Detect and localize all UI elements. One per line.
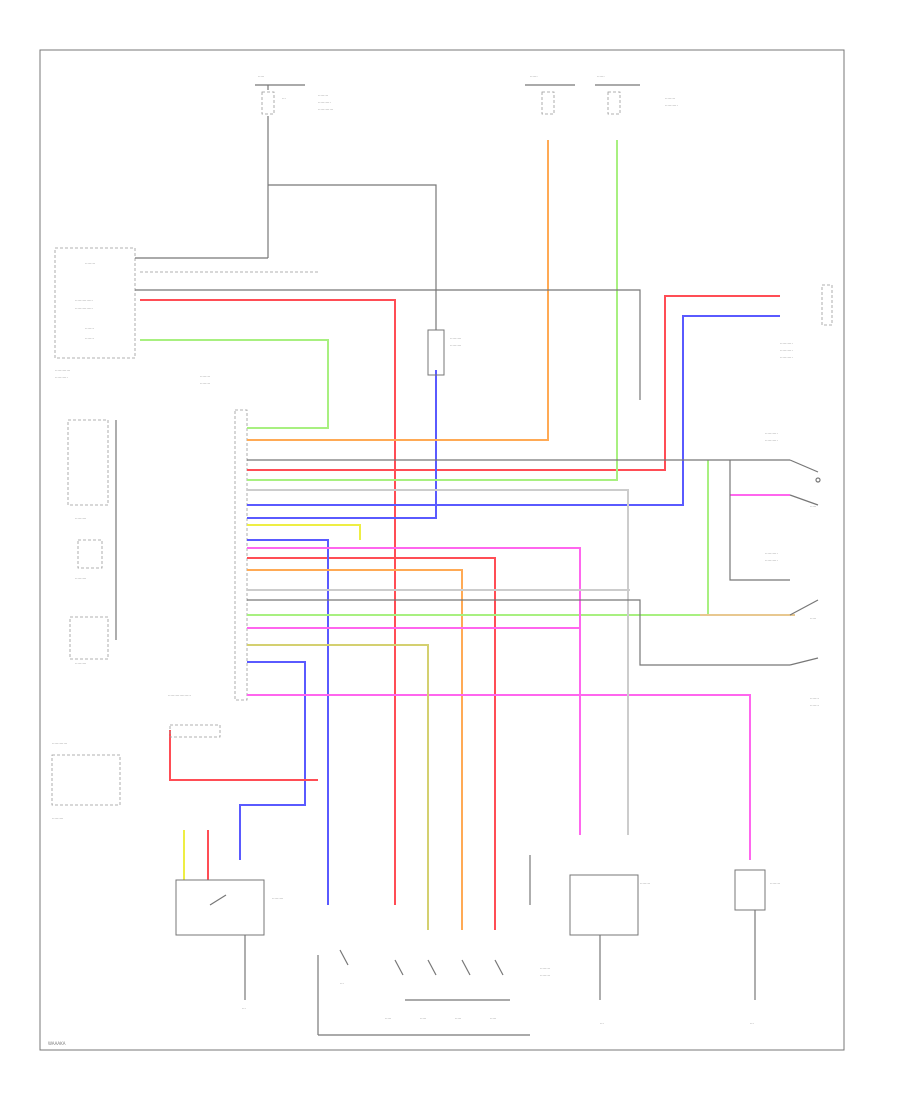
svg-text:·····: ····· xyxy=(490,1016,496,1021)
svg-text:··················: ·················· xyxy=(168,693,191,698)
bottom-relay-1: ········ ··· xyxy=(569,874,650,1026)
svg-text:········: ········ xyxy=(200,374,210,379)
svg-text:··········: ·········· xyxy=(765,558,778,563)
svg-text:··········: ·········· xyxy=(780,341,793,346)
wire-pink-a xyxy=(247,694,751,860)
svg-text:·······: ······· xyxy=(810,703,819,708)
svg-text:·····: ····· xyxy=(810,504,816,509)
wire-orange-b xyxy=(247,569,463,930)
svg-text:···: ··· xyxy=(242,1006,246,1011)
bottom-left-unit: ········· ··· xyxy=(175,879,283,1011)
svg-text:········: ········ xyxy=(540,966,550,971)
svg-text:········: ········ xyxy=(318,93,328,98)
svg-text:·····: ····· xyxy=(385,1016,391,1021)
svg-text:·····: ····· xyxy=(420,1016,426,1021)
feed-wire-top xyxy=(268,184,437,330)
svg-text:·········: ········· xyxy=(52,816,63,821)
right-switch-3: ·········· ·········· ····· xyxy=(765,551,819,621)
wire-blue-a xyxy=(247,315,780,506)
control-unit: ········ ········ ·················· xyxy=(168,374,248,701)
svg-text:············: ············ xyxy=(318,107,333,112)
svg-text:······: ······ xyxy=(530,74,538,79)
svg-text:·····: ····· xyxy=(810,616,816,621)
svg-text:········: ········ xyxy=(640,881,650,886)
wire-black-c xyxy=(247,599,790,666)
wire-blue-c xyxy=(239,661,306,860)
svg-text:·······: ······· xyxy=(85,326,94,331)
svg-text:········: ········ xyxy=(540,973,550,978)
svg-text:··········: ·········· xyxy=(765,431,778,436)
svg-text:···: ··· xyxy=(282,96,286,101)
svg-text:············: ············ xyxy=(52,741,67,746)
wire-red-b xyxy=(247,295,780,471)
upper-left-module: ········ ·············· ·············· ·… xyxy=(54,185,269,380)
svg-text:··········: ·········· xyxy=(780,355,793,360)
lower-left-connector: ········· ············ xyxy=(51,724,221,821)
svg-text:··········: ·········· xyxy=(318,100,331,105)
svg-text:··············: ·············· xyxy=(75,306,93,311)
svg-text:············: ············ xyxy=(55,368,70,373)
svg-text:···: ··· xyxy=(340,981,344,986)
svg-text:··········: ·········· xyxy=(665,103,678,108)
right-switch-1: ·········· ·········· xyxy=(765,431,821,483)
wire-red-d xyxy=(169,730,318,781)
right-switch-4: ······· ······· xyxy=(789,657,819,708)
svg-text:········: ········ xyxy=(665,96,675,101)
svg-text:·····: ····· xyxy=(258,74,264,79)
svg-text:·········: ········· xyxy=(75,661,86,666)
svg-text:··········: ·········· xyxy=(765,438,778,443)
svg-text:·········: ········· xyxy=(75,576,86,581)
right-connector: ·········· ·········· ·········· xyxy=(780,284,833,360)
svg-text:·····: ····· xyxy=(455,1016,461,1021)
svg-text:········: ········ xyxy=(200,381,210,386)
wire-black-d xyxy=(135,289,641,400)
svg-text:·········: ········· xyxy=(272,896,283,901)
svg-text:·······: ······· xyxy=(85,336,94,341)
svg-text:·········: ········· xyxy=(450,343,461,348)
svg-text:········: ········ xyxy=(85,261,95,266)
wire-green-c xyxy=(247,460,709,616)
bottom-sensor: ········ ········ xyxy=(529,855,550,978)
svg-text:···: ··· xyxy=(600,1021,604,1026)
wire-red-c xyxy=(247,557,496,930)
left-switch-block: ········· ········· ········· xyxy=(67,419,117,666)
wire-green-a xyxy=(247,140,618,481)
svg-text:······: ······ xyxy=(597,74,605,79)
diagram-id: WAAAKA xyxy=(48,1041,66,1046)
svg-text:··········: ·········· xyxy=(780,348,793,353)
svg-text:··········: ·········· xyxy=(765,551,778,556)
right-switch-2: ····· xyxy=(789,494,819,509)
svg-text:·······: ······· xyxy=(810,696,819,701)
wire-red-a xyxy=(140,299,396,905)
wire-gray-b xyxy=(247,489,629,835)
wire-yellow xyxy=(247,524,361,540)
svg-text:··············: ·············· xyxy=(75,298,93,303)
fuse-group-left: ····· ··· ········ ·········· ··········… xyxy=(255,74,333,185)
wire-orange xyxy=(247,140,549,441)
bottom-switch-bank: ··· ····· ····· ····· ····· xyxy=(317,949,530,1036)
svg-text:········: ········ xyxy=(770,881,780,886)
svg-text:··········: ·········· xyxy=(55,375,68,380)
wire-green-b xyxy=(140,339,329,429)
fuse-group-right: ······ ······ ········ ·········· xyxy=(525,74,678,115)
wire-blue-d xyxy=(247,370,437,519)
wire-black-b xyxy=(729,460,790,581)
svg-text:···: ··· xyxy=(750,1021,754,1026)
svg-text:·········: ········· xyxy=(75,516,86,521)
wire-blue-b xyxy=(247,539,329,905)
bottom-relay-2: ········ ··· xyxy=(734,869,780,1026)
wire-olive xyxy=(247,644,429,930)
center-relay: ········· ········· xyxy=(427,329,461,376)
diagram-frame xyxy=(39,49,845,1051)
svg-text:·········: ········· xyxy=(450,336,461,341)
